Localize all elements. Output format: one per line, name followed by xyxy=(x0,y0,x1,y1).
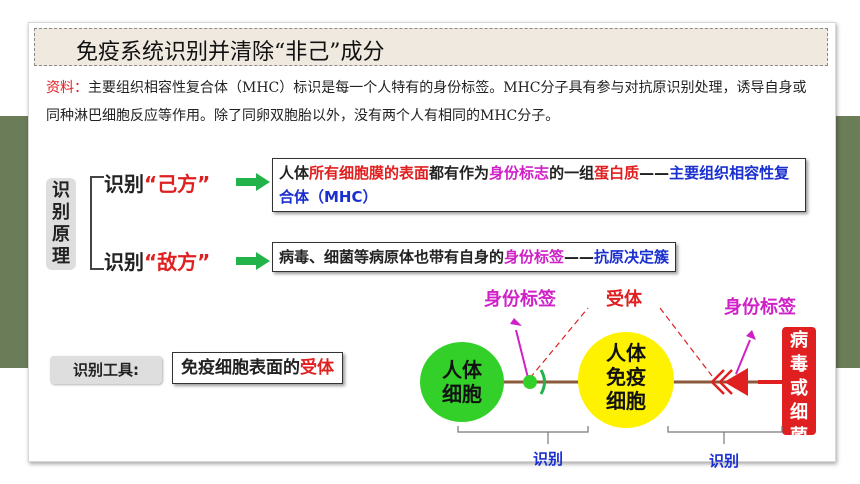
principle-char: 理 xyxy=(52,246,70,267)
principle-char: 原 xyxy=(52,224,70,245)
definition-segment: 所有细胞膜的表面 xyxy=(309,164,430,182)
receptor-label: 受体 xyxy=(606,288,643,310)
definition-segment: 病毒、细菌等病原体也带有自身的 xyxy=(279,248,505,266)
tool-text: 免疫细胞表面的 xyxy=(181,358,300,378)
receptor-guide-line xyxy=(529,307,589,379)
principle-char: 识 xyxy=(52,180,70,201)
definition-segment: 身份标签 xyxy=(504,248,565,266)
recognize-right-label: 识别 xyxy=(709,452,739,470)
definition-segment: 身份标志 xyxy=(489,164,550,182)
immune-cell-shape xyxy=(578,332,674,428)
definition-segment: —— xyxy=(564,248,595,266)
recognize-bracket xyxy=(667,426,783,433)
recognize-self-prefix: 识别 xyxy=(104,172,144,196)
recognize-enemy-prefix: 识别 xyxy=(104,250,144,274)
recognize-self-heading: 识别“己方” xyxy=(104,168,210,197)
receptor-guide-line xyxy=(659,307,713,377)
immune-cell-label: 人体免疫细胞 xyxy=(606,341,647,413)
receptor-chevron-icon xyxy=(718,369,733,395)
human-cell-label: 人体细胞 xyxy=(442,358,483,406)
enemy-definition-box: 病毒、细菌等病原体也带有自身的身份标签——抗原决定簇 xyxy=(272,242,677,272)
tool-label: 识别工具: xyxy=(50,356,162,384)
tag-arrowhead-icon xyxy=(746,330,756,340)
tag-pointer-line xyxy=(515,329,529,379)
tool-receptor: 受体 xyxy=(300,358,334,378)
material-text: 主要组织相容性复合体（MHC）标识是每一个人特有的身份标签。MHC分子具有参与对… xyxy=(46,80,807,124)
tag-pointer-line xyxy=(735,339,751,375)
title-bar xyxy=(34,28,828,66)
principle-bracket xyxy=(90,176,104,270)
tag-arrowhead-icon xyxy=(510,318,522,326)
recognize-enemy-quoted: “敌方” xyxy=(144,250,211,274)
identity-tag-left-label: 身份标签 xyxy=(484,288,557,310)
page-title: 免疫系统识别并清除“非己”成分 xyxy=(76,40,385,65)
recognize-bracket xyxy=(457,426,589,433)
pathogen-label: 病毒或细菌 xyxy=(790,329,808,447)
human-cell-shape xyxy=(420,342,504,422)
identity-tag-right-label: 身份标签 xyxy=(724,296,797,318)
receptor-cup-icon xyxy=(539,369,546,395)
definition-segment: 都有作为 xyxy=(429,164,490,182)
tool-box: 免疫细胞表面的受体 xyxy=(172,352,343,384)
self-tag-marker xyxy=(523,375,537,389)
definition-segment: 蛋白质 xyxy=(594,164,640,182)
green-arrow-icon xyxy=(236,173,270,191)
definition-segment: 抗原决定簇 xyxy=(594,248,670,266)
definition-segment: —— xyxy=(639,164,670,182)
definition-segment: 主要组织相容性复合体（MHC） xyxy=(279,164,790,206)
recognize-self-quoted: “己方” xyxy=(144,172,211,196)
material-paragraph: 资料：主要组织相容性复合体（MHC）标识是每一个人特有的身份标签。MHC分子具有… xyxy=(46,74,810,130)
pathogen-box xyxy=(782,327,816,435)
principle-label: 识 别 原 理 xyxy=(46,178,76,270)
definition-segment: 的一组 xyxy=(549,164,595,182)
receptor-chevron-icon xyxy=(710,369,725,395)
principle-char: 别 xyxy=(52,202,70,223)
material-label: 资料： xyxy=(46,80,88,96)
recognize-left-label: 识别 xyxy=(533,450,563,468)
definition-segment: 人体 xyxy=(279,164,310,182)
self-definition-box: 人体所有细胞膜的表面都有作为身份标志的一组蛋白质——主要组织相容性复合体（MHC… xyxy=(272,158,806,212)
green-arrow-icon xyxy=(236,252,270,270)
antigen-triangle-icon xyxy=(724,368,748,396)
recognize-enemy-heading: 识别“敌方” xyxy=(104,246,210,275)
